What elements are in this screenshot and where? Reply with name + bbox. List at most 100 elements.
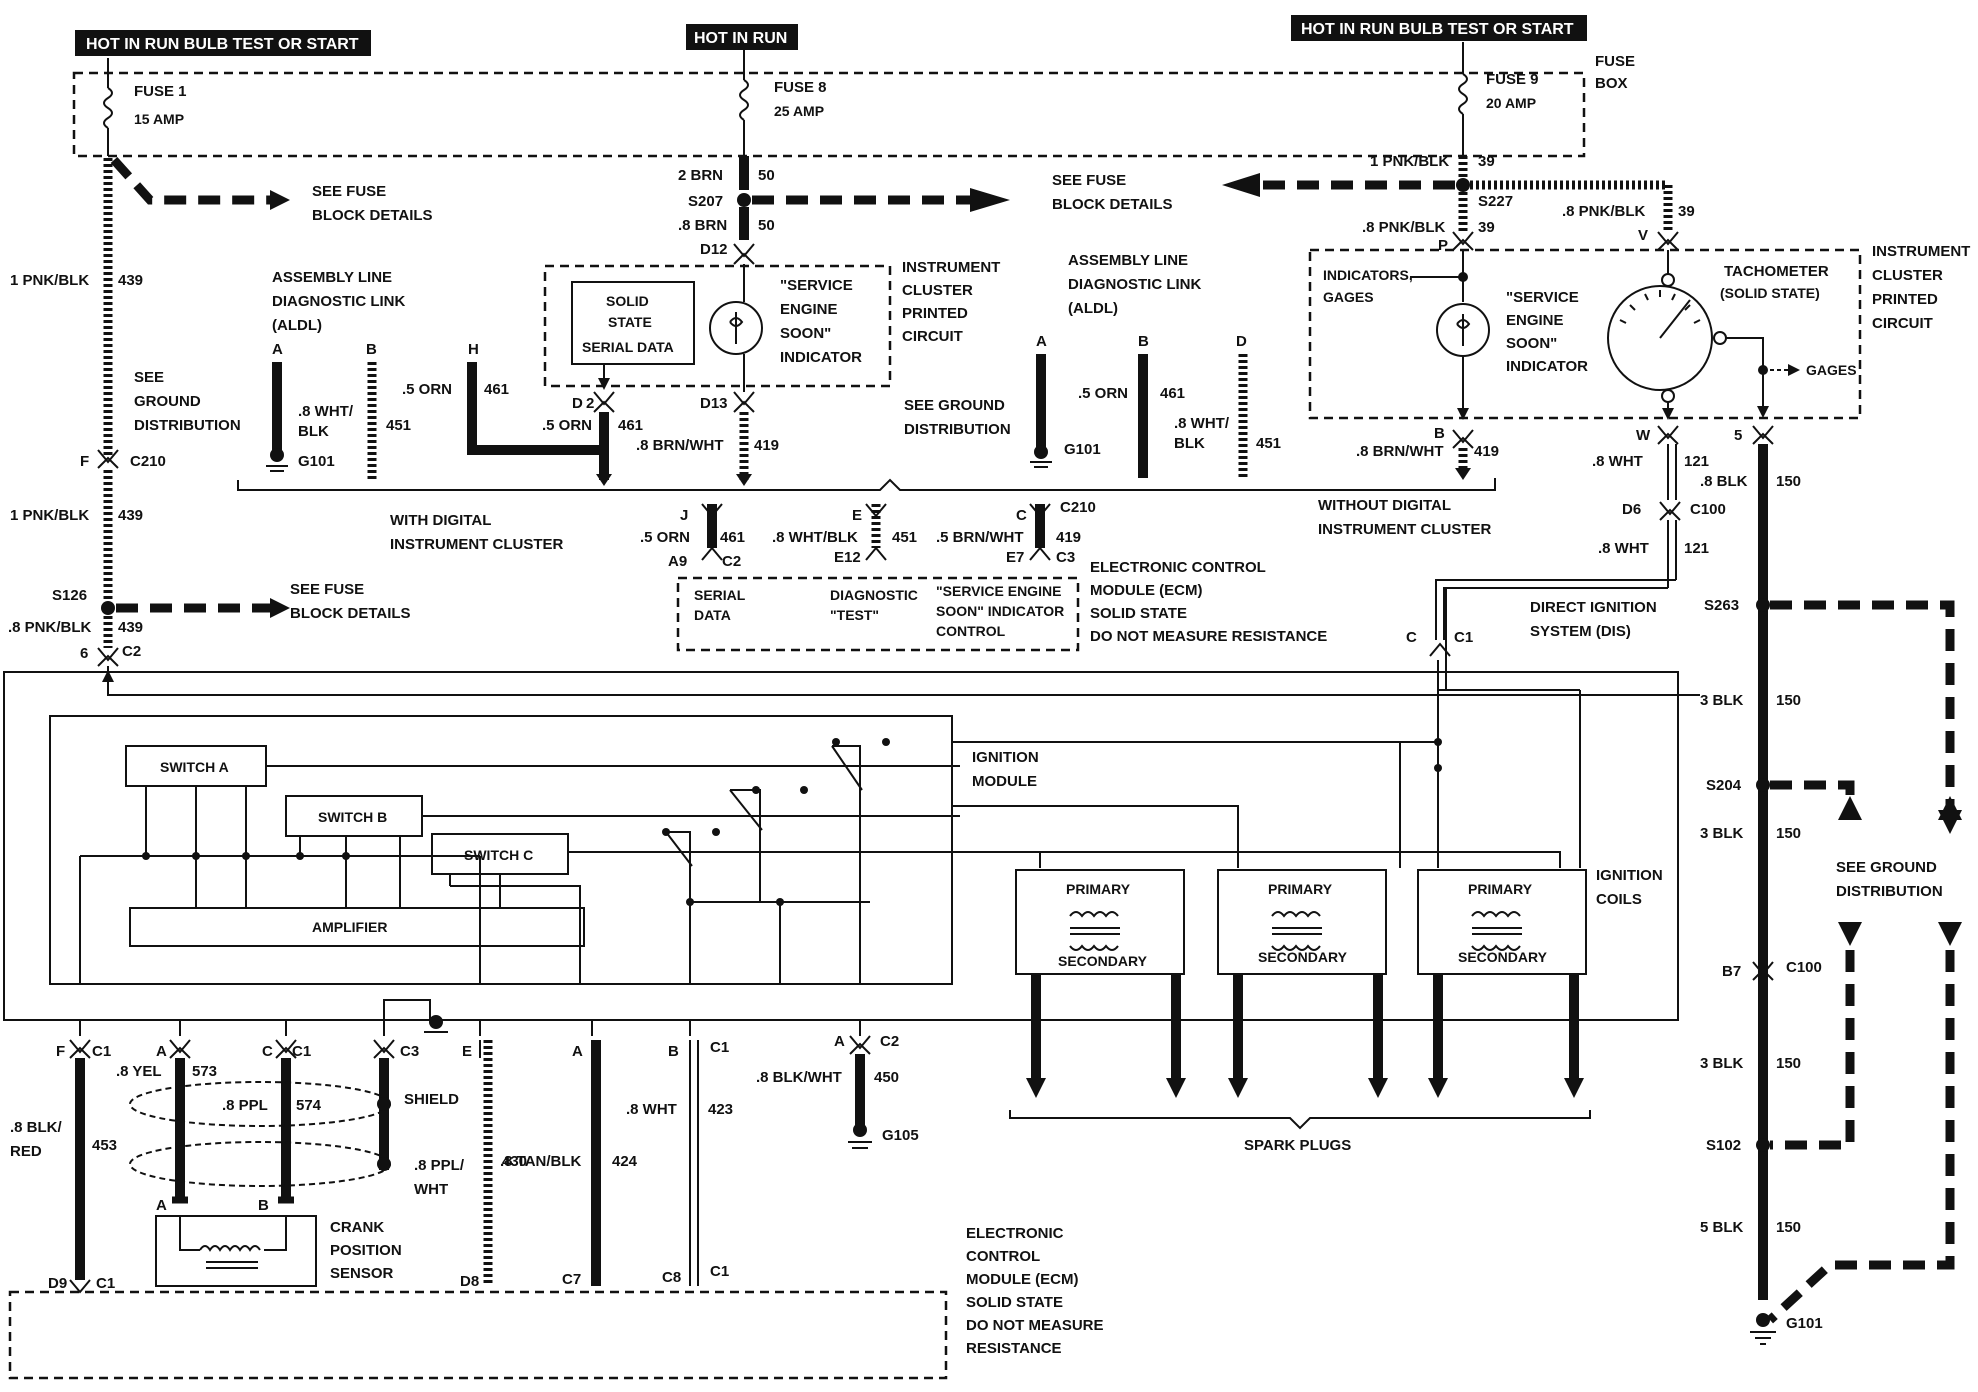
solid-state-2: STATE: [608, 314, 652, 330]
fuse-8-name: FUSE 8: [774, 79, 827, 96]
wire-label-yel: .8 YEL: [116, 1063, 162, 1080]
ses-bulb-icon: [709, 301, 763, 355]
conn-pin-E-bottom: E: [462, 1043, 472, 1060]
wire-code-461-4: 461: [720, 529, 745, 546]
amplifier-label: AMPLIFIER: [312, 919, 387, 935]
cluster-circuit-r1: INSTRUMENT: [1872, 243, 1970, 260]
conn-pin-B-b: B: [668, 1043, 679, 1060]
switch-c-label: SWITCH C: [464, 847, 533, 863]
conn-c100-right: C100: [1786, 959, 1822, 976]
aldl-right-1: ASSEMBLY LINE: [1068, 252, 1188, 269]
conn-pin-A-b2: A: [572, 1043, 583, 1060]
spark-plugs-label: SPARK PLUGS: [1244, 1137, 1351, 1154]
wire-label-blkwht: .8 BLK/WHT: [756, 1069, 842, 1086]
conn-g105: G105: [882, 1127, 919, 1144]
fuse1-branch: [110, 156, 270, 205]
wire-label-5orn-4: .5 ORN: [640, 529, 690, 546]
aldl-pin-B: B: [366, 341, 377, 358]
coil-2-secondary: SECONDARY: [1258, 949, 1348, 965]
without-digital-1: WITHOUT DIGITAL: [1318, 497, 1451, 514]
ses-indicator-4: INDICATOR: [780, 349, 862, 366]
wire-label-3blk-3: 3 BLK: [1700, 1055, 1744, 1072]
conn-pin-P: P: [1438, 237, 1448, 254]
conn-e7: E7: [1006, 549, 1024, 566]
ecm-bottom-4: SOLID STATE: [966, 1294, 1063, 1311]
ecm-ses-2: SOON" INDICATOR: [936, 603, 1064, 619]
coil-1-primary: PRIMARY: [1066, 881, 1131, 897]
header-left-label: HOT IN RUN BULB TEST OR START: [86, 36, 359, 53]
coil-1-secondary: SECONDARY: [1058, 953, 1148, 969]
wire-code-451-1: 451: [386, 417, 411, 434]
conn-d2: D: [572, 395, 583, 412]
spark-plug-leads: [1026, 974, 1584, 1098]
conn-s126: S126: [52, 587, 87, 604]
ecm-ses-1: "SERVICE ENGINE: [936, 583, 1061, 599]
aldl-r-pin-A: A: [1036, 333, 1047, 350]
wire-label-pnkblk-4: .8 PNK/BLK: [1362, 219, 1446, 236]
wire-label-tanblk: .8 TAN/BLK: [500, 1153, 582, 1170]
wire-code-150-2: 150: [1776, 692, 1801, 709]
fuse-9: FUSE 9 20 AMP: [1458, 42, 1539, 156]
wire-code-39-1: 39: [1478, 153, 1495, 170]
conn-pin-A-b3: A: [834, 1033, 845, 1050]
ecm-serial-1: SERIAL: [694, 587, 746, 603]
splice-s207: [737, 193, 751, 207]
coil-3-primary: PRIMARY: [1468, 881, 1533, 897]
wire-code-461-2: 461: [484, 381, 509, 398]
ignition-coils-2: COILS: [1596, 891, 1642, 908]
coil-3-secondary: SECONDARY: [1458, 949, 1548, 965]
conn-pin-C-dis: C: [1406, 629, 1417, 646]
crank-sensor-box: [155, 1215, 317, 1287]
wire-label-pnkblk-3: 1 PNK/BLK: [1370, 153, 1449, 170]
fuse-box-label-1: FUSE: [1595, 53, 1635, 70]
wire-label-pnkblk-2: 1 PNK/BLK: [10, 507, 89, 524]
conn-s207: S207: [688, 193, 723, 210]
wire-label-5orn-1: .5 ORN: [542, 417, 592, 434]
with-digital-2: INSTRUMENT CLUSTER: [390, 536, 563, 553]
wire-code-150-3: 150: [1776, 825, 1801, 842]
ses-indicator-3: SOON": [780, 325, 831, 342]
wire-code-419-1: 419: [754, 437, 779, 454]
tachometer-1: TACHOMETER: [1724, 263, 1829, 280]
coil-3: PRIMARY SECONDARY: [1417, 869, 1587, 975]
ecm-ses-3: CONTROL: [936, 623, 1006, 639]
conn-pin-F-bottom: F: [56, 1043, 65, 1060]
conn-d6: D6: [1622, 501, 1641, 518]
coil-2-primary: PRIMARY: [1268, 881, 1333, 897]
see-ground-left-3: DISTRIBUTION: [134, 417, 241, 434]
ignition-coils-1: IGNITION: [1596, 867, 1663, 884]
cluster-circuit-1: INSTRUMENT: [902, 259, 1000, 276]
ecm-pin-J: J: [680, 507, 688, 524]
fuse-box-label-2: BOX: [1595, 75, 1628, 92]
sensor-pin-A: A: [156, 1197, 167, 1214]
wire-code-574: 574: [296, 1097, 322, 1114]
aldl-pin-A: A: [272, 341, 283, 358]
header-center-label: HOT IN RUN: [694, 30, 787, 47]
splice-s227: [1456, 178, 1470, 192]
see-ground-left-1: SEE: [134, 369, 164, 386]
dis-2: SYSTEM (DIS): [1530, 623, 1631, 640]
aldl-right-3: (ALDL): [1068, 300, 1118, 317]
wire-label-ppl: .8 PPL: [222, 1097, 268, 1114]
wire-label-blk-2: BLK: [1174, 435, 1205, 452]
wire-label-blkred-2: RED: [10, 1143, 42, 1160]
conn-g101-right: G101: [1786, 1315, 1823, 1332]
wire-code-150-1: 150: [1776, 473, 1801, 490]
dis-box: [3, 671, 1679, 1021]
wire-label-8blk: .8 BLK: [1700, 473, 1748, 490]
wire-label-whtblk-3: .8 WHT/BLK: [772, 529, 858, 546]
cluster-circuit-r2: CLUSTER: [1872, 267, 1943, 284]
header-right-label: HOT IN RUN BULB TEST OR START: [1301, 21, 1574, 38]
wire-label-3blk-2: 3 BLK: [1700, 825, 1744, 842]
wire-label-2brn: 2 BRN: [678, 167, 723, 184]
conn-d2-num: 2: [586, 395, 594, 412]
cluster-circuit-4: CIRCUIT: [902, 328, 963, 345]
see-ground-mid-1: SEE GROUND: [904, 397, 1005, 414]
ignition-module-2: MODULE: [972, 773, 1037, 790]
conn-b7: B7: [1722, 963, 1741, 980]
crank-2: POSITION: [330, 1242, 402, 1259]
shield-label: SHIELD: [404, 1091, 459, 1108]
aldl-r-pin-D: D: [1236, 333, 1247, 350]
conn-g101-mid: G101: [1064, 441, 1101, 458]
wire-label-5orn-3: .5 ORN: [1078, 385, 1128, 402]
